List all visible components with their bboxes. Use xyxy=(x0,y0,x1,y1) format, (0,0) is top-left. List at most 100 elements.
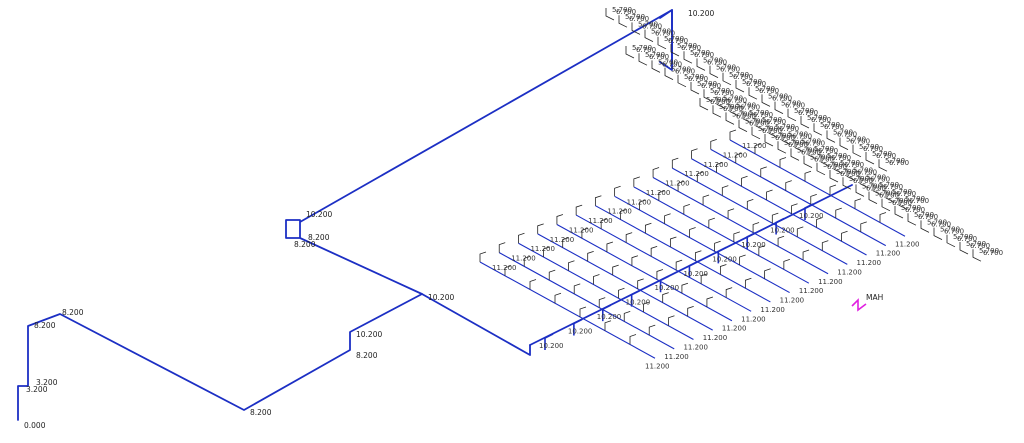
sprinkler-head xyxy=(631,255,639,266)
sprinkler-head xyxy=(709,65,719,78)
label-elevation: 8.200 xyxy=(34,321,56,330)
sprinkler-head xyxy=(702,194,710,206)
sprinkler-label: 5.700 xyxy=(710,87,730,95)
sprinkler-head xyxy=(972,249,982,262)
branch-end-label: 11.200 xyxy=(857,259,882,267)
sprinkler-label: 5.700 xyxy=(814,145,834,153)
sprinkler-head xyxy=(839,137,849,150)
sprinkler-label: 5.700 xyxy=(758,125,778,133)
sprinkler-label: 5.700 xyxy=(927,218,947,226)
sprinkler-label: 6.700 xyxy=(788,141,808,149)
sprinkler-label: 5.700 xyxy=(888,197,908,205)
sprinkler-head xyxy=(738,119,748,132)
sprinkler-label: 6.700 xyxy=(801,148,821,156)
branch-start-label: 11.200 xyxy=(588,217,613,225)
sprinkler-head xyxy=(699,98,709,111)
sprinkler-head xyxy=(833,161,843,174)
sprinkler-head xyxy=(754,143,762,154)
sprinkler-head xyxy=(714,240,721,252)
sprinkler-label: 5.700 xyxy=(820,121,840,129)
sprinkler-head xyxy=(761,94,771,107)
sprinkler-label: 5.700 xyxy=(651,28,671,36)
branch-pipe xyxy=(537,233,713,331)
riser-stub xyxy=(659,275,669,293)
sprinkler-head xyxy=(670,44,680,57)
riser-stub xyxy=(717,246,727,264)
riser-stub xyxy=(544,333,554,350)
sprinkler-label: 6.700 xyxy=(775,134,795,142)
sprinkler-head xyxy=(746,199,754,210)
label-elevation: 3.200 xyxy=(26,385,48,394)
sprinkler-label: 6.700 xyxy=(863,145,883,153)
sprinkler-label: 6.700 xyxy=(736,112,756,120)
sprinkler-label: 5.700 xyxy=(807,114,827,122)
sprinkler-head xyxy=(518,232,525,244)
sprinkler-label: 5.700 xyxy=(732,110,752,118)
sprinkler-head xyxy=(594,195,602,206)
sprinkler-label: 6.700 xyxy=(675,68,695,76)
sprinkler-label: 6.700 xyxy=(918,213,938,221)
branch-pipe xyxy=(575,214,752,312)
sprinkler-head xyxy=(878,159,888,172)
sprinkler-label: 6.700 xyxy=(857,168,877,176)
sprinkler-label: 5.700 xyxy=(853,166,873,174)
sprinkler-label: 5.700 xyxy=(901,204,921,212)
sprinkler-head xyxy=(771,212,779,224)
sprinkler-head xyxy=(631,22,641,35)
sprinkler-head xyxy=(807,146,817,160)
sprinkler-label: 6.700 xyxy=(662,60,682,68)
sprinkler-head xyxy=(764,268,771,279)
sprinkler-label: 6.700 xyxy=(798,109,818,117)
sprinkler-head xyxy=(706,296,714,307)
sprinkler-head xyxy=(710,139,717,150)
sprinkler-label: 5.700 xyxy=(768,92,788,100)
sprinkler-label: 6.700 xyxy=(892,199,912,207)
sprinkler-head xyxy=(820,154,830,167)
sprinkler-label: 5.700 xyxy=(664,35,684,43)
riser-label: 10.200 xyxy=(770,226,795,234)
branch-end-label: 11.200 xyxy=(780,297,805,305)
sprinkler-head xyxy=(644,222,652,234)
sprinkler-label: 5.700 xyxy=(859,143,879,151)
sprinkler-head xyxy=(894,206,904,219)
sprinkler-label: 6.700 xyxy=(694,51,714,59)
sprinkler-head xyxy=(708,217,715,229)
sprinkler-label: 5.700 xyxy=(625,13,645,21)
sprinkler-head xyxy=(829,184,837,195)
sprinkler-head xyxy=(625,232,633,243)
sprinkler-label: 5.700 xyxy=(729,71,749,79)
riser-stub xyxy=(630,289,641,307)
sprinkler-head xyxy=(619,209,627,220)
sprinkler-head xyxy=(785,180,792,191)
sprinkler-label: 6.700 xyxy=(853,177,873,185)
sprinkler-label: 5.700 xyxy=(905,195,925,203)
header-pipe xyxy=(421,293,531,356)
sprinkler-head xyxy=(868,191,878,204)
sprinkler-head xyxy=(625,46,635,59)
sprinkler-head xyxy=(721,185,729,196)
sprinkler-label: 6.700 xyxy=(636,46,656,54)
sprinkler-head xyxy=(579,306,587,317)
sprinkler-head xyxy=(854,198,862,209)
sprinkler-label: 5.700 xyxy=(914,211,934,219)
branch-start-label: 11.200 xyxy=(723,151,748,159)
branch-start-label: 11.200 xyxy=(492,264,517,272)
sprinkler-head xyxy=(644,29,654,42)
sprinkler-head xyxy=(633,176,640,187)
riser-stub xyxy=(601,304,612,322)
sprinkler-head xyxy=(629,334,637,345)
sprinkler-head xyxy=(703,89,713,102)
sprinkler-label: 5.700 xyxy=(638,20,658,28)
sprinkler-label: 6.700 xyxy=(733,73,753,81)
sprinkler-head xyxy=(777,141,787,154)
sprinkler-head xyxy=(600,218,608,229)
sprinkler-head xyxy=(879,212,887,223)
sprinkler-head xyxy=(556,214,564,225)
sprinkler-head xyxy=(623,310,631,322)
sprinkler-head xyxy=(612,264,619,276)
sprinkler-head xyxy=(777,235,785,247)
sprinkler-head xyxy=(790,148,800,161)
sprinkler-head xyxy=(593,274,600,285)
sprinkler-head xyxy=(696,58,706,71)
sprinkler-head xyxy=(748,87,758,100)
